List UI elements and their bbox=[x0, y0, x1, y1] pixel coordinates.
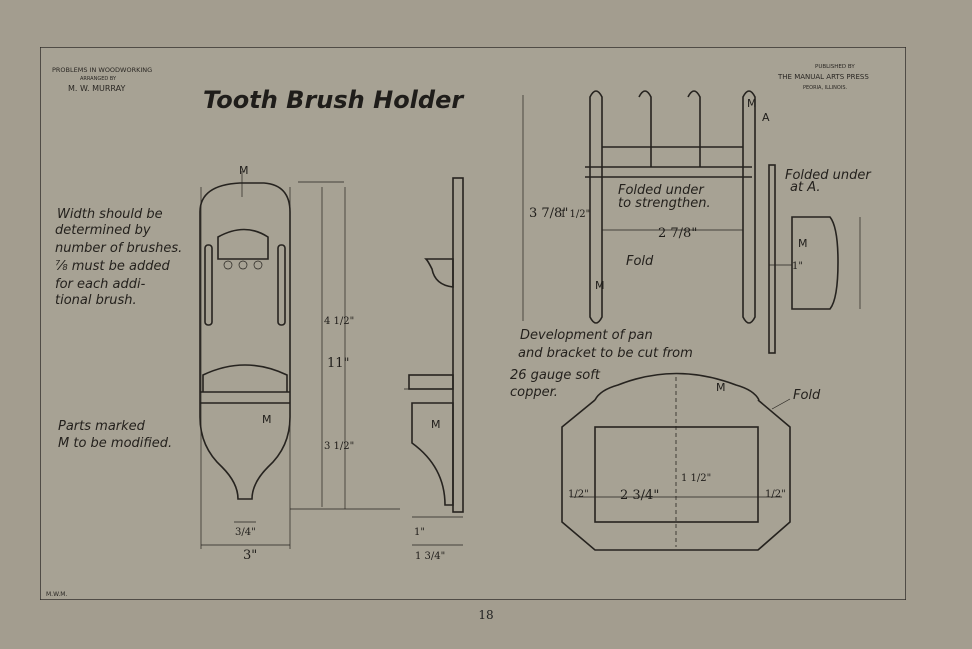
width-note-line-6: tional brush. bbox=[55, 293, 137, 308]
width-note: Width should be determined by number of … bbox=[55, 207, 182, 308]
dim-lower: 3 1/2" bbox=[324, 441, 354, 452]
header-series: PROBLEMS IN WOODWORKING bbox=[52, 66, 152, 74]
header-arranged-by: ARRANGED BY bbox=[80, 76, 117, 82]
label-m-front-top: M bbox=[239, 164, 249, 177]
width-note-line-1: Width should be bbox=[57, 207, 163, 222]
width-note-line-3: number of brushes. bbox=[55, 241, 182, 256]
label-m-pan-side: M bbox=[798, 237, 808, 250]
dim-pan-depth: 1" bbox=[792, 261, 803, 272]
dim-front-height: 11" bbox=[327, 356, 350, 371]
width-note-line-5: for each addi- bbox=[55, 277, 146, 292]
page-number: 18 bbox=[478, 608, 494, 622]
development-note-4: copper. bbox=[510, 385, 558, 400]
dim-upper: 4 1/2" bbox=[324, 316, 354, 327]
header-location: PEORIA, ILLINOIS. bbox=[803, 85, 848, 91]
front-view: 3" 3/4" 11" 4 1/2" 3 1/2" M M bbox=[199, 164, 400, 563]
fold-label-bracket: Fold bbox=[626, 254, 654, 269]
dim-pan-w: 2 3/4" bbox=[620, 488, 659, 503]
drawing-plate: PROBLEMS IN WOODWORKING ARRANGED BY M. W… bbox=[40, 47, 906, 600]
width-note-line-4: ⅞ must be added bbox=[55, 259, 170, 274]
label-a: A bbox=[762, 111, 770, 124]
bracket-view: 3 7/8" 1 1/2" 2 7/8" 1" M A M M Folded u… bbox=[522, 90, 872, 354]
parts-note-line-2: M to be modified. bbox=[58, 436, 172, 451]
dim-pan-h: 1 1/2" bbox=[681, 473, 711, 484]
development-note-1: Development of pan bbox=[520, 328, 653, 343]
dim-side-thick: 1" bbox=[414, 527, 425, 538]
dim-bracket-w: 2 7/8" bbox=[658, 226, 697, 241]
label-m-front: M bbox=[262, 413, 272, 426]
dim-bracket-h: 3 7/8" bbox=[529, 206, 568, 221]
dim-bracket-leg: 1 1/2" bbox=[560, 209, 590, 220]
initials: M.W.M. bbox=[46, 591, 67, 598]
side-view: 1" 1 3/4" M bbox=[404, 177, 464, 562]
drawing-title: Tooth Brush Holder bbox=[203, 86, 465, 114]
dim-pan-side-left: 1/2" bbox=[568, 489, 589, 500]
label-m-bracket: M bbox=[747, 97, 757, 110]
folded-at-a-2: at A. bbox=[790, 180, 820, 195]
development-note-2: and bracket to be cut from bbox=[518, 346, 693, 361]
label-m-pan: M bbox=[716, 381, 726, 394]
label-m-bracket-leg: M bbox=[595, 279, 605, 292]
folded-strengthen-1: Folded under bbox=[618, 183, 705, 198]
fold-label-pan: Fold bbox=[793, 388, 821, 403]
header-published-by: PUBLISHED BY bbox=[815, 64, 855, 70]
folded-at-a-1: Folded under bbox=[785, 168, 872, 183]
header-author: M. W. MURRAY bbox=[68, 84, 125, 93]
width-note-line-2: determined by bbox=[55, 223, 151, 238]
dim-front-base: 3/4" bbox=[235, 527, 256, 538]
development-note-3: 26 gauge soft bbox=[510, 368, 601, 383]
folded-strengthen-2: to strengthen. bbox=[618, 196, 711, 211]
technical-drawing: PROBLEMS IN WOODWORKING ARRANGED BY M. W… bbox=[40, 47, 906, 600]
dim-side-base: 1 3/4" bbox=[415, 551, 445, 562]
dim-pan-side-right: 1/2" bbox=[765, 489, 786, 500]
label-m-side: M bbox=[431, 418, 441, 431]
pan-development: 2 3/4" 1 1/2" 1/2" 1/2" M Fold bbox=[561, 372, 821, 551]
parts-note-line-1: Parts marked bbox=[58, 419, 146, 434]
header-publisher: THE MANUAL ARTS PRESS bbox=[777, 73, 869, 81]
dim-front-width: 3" bbox=[243, 548, 257, 563]
